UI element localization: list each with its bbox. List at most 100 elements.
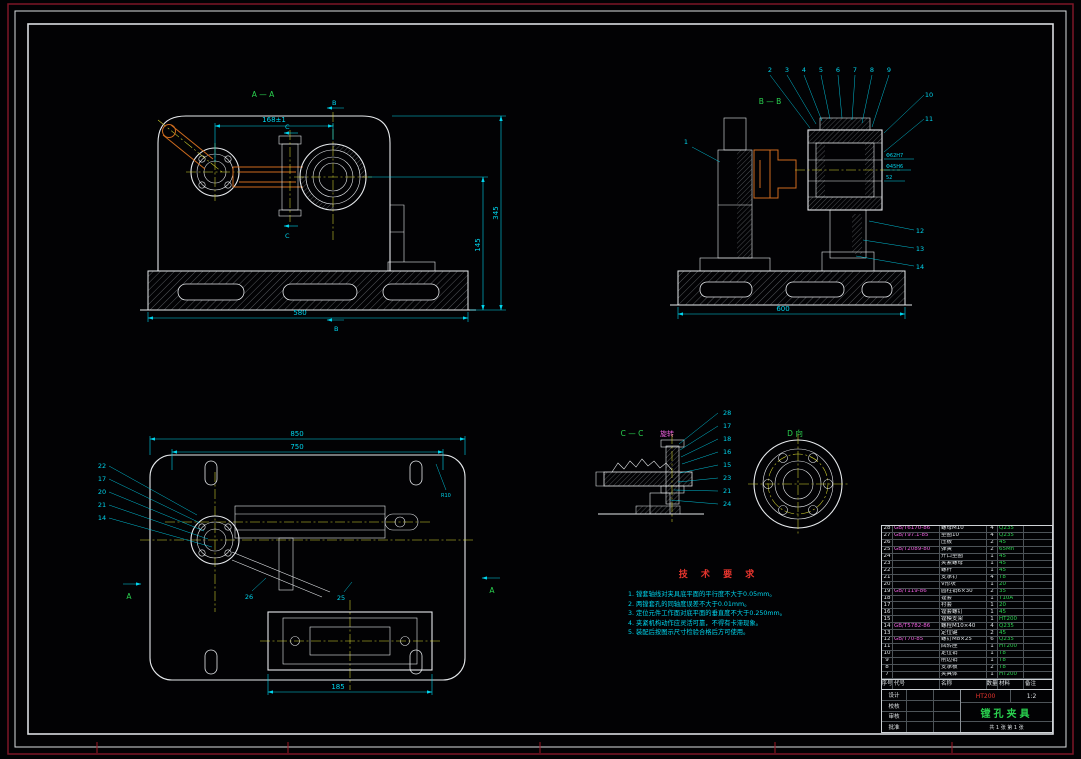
bom-cell: HT200 [998, 672, 1024, 678]
bom-cell: 14 [882, 623, 893, 630]
bom-cell: 45 [998, 539, 1024, 546]
bom-cell [1024, 609, 1052, 615]
tech-req-line: 3. 定位元件工作面对底平面的垂直度不大于0.250mm。 [628, 610, 786, 618]
bom-cell [1024, 582, 1052, 588]
bom-cell: 开口垫圈 [940, 553, 987, 560]
front-dim-center-height: 145 [474, 238, 482, 251]
bom-cell: 25 [882, 546, 893, 553]
front-center-bracket [278, 130, 302, 222]
bom-cell: T8 [998, 658, 1024, 665]
view-front: 168±1 345 145 580 A — A B B C C [140, 90, 506, 333]
marker-c-bottom: C [285, 232, 290, 240]
bom-cell: 夹紧螺母 [940, 560, 987, 567]
bom-cell: Q235 [998, 526, 1024, 532]
bom-cell: 螺栓M10×40 [940, 623, 987, 630]
drawing-title: 镗孔夹具 [980, 708, 1033, 720]
view-section-c: C — C 旋转 28 17 18 16 15 23 21 [595, 409, 731, 522]
dim-label: Φ62H7 [886, 153, 903, 159]
plan-leader-lines [108, 465, 353, 593]
plan-dim-radius: R10 [441, 493, 451, 499]
sectionc-label: C — C [621, 429, 644, 438]
bom-cell: 9 [882, 658, 893, 665]
sign-date [934, 712, 960, 722]
bom-cell: 21 [882, 574, 893, 581]
plan-section-markers: A A [123, 576, 500, 601]
balloon: 16 [723, 448, 731, 456]
bom-cell [893, 609, 940, 616]
bom-cell [1024, 547, 1052, 553]
marker-c-top: C [285, 123, 290, 131]
balloon: 14 [916, 263, 924, 271]
bom-cell [1024, 637, 1052, 643]
sign-label: 校核 [882, 700, 907, 711]
sectionb-workpiece [753, 149, 797, 199]
bom-cell: 4 [987, 526, 998, 532]
balloon: 20 [98, 488, 106, 496]
plan-subplate [260, 611, 440, 671]
marker-a-right: A [489, 586, 495, 595]
bom-cell [1024, 533, 1052, 539]
balloon: 17 [723, 422, 731, 430]
bom-cell: 1 [987, 658, 998, 665]
balloon: 4 [802, 66, 806, 74]
bom-cell: 回转座 [940, 644, 987, 651]
bom-cell: 45 [998, 609, 1024, 616]
dim-label: Φ45H6 [886, 164, 903, 170]
tech-req-line: 2. 两镗套孔的同轴度误差不大于0.01mm。 [628, 600, 751, 608]
bom-cell: 45 [998, 553, 1024, 560]
bom-cell: GB/T70-85 [893, 637, 940, 644]
bom-cell: 13 [882, 630, 893, 637]
sign-label: 批准 [882, 722, 907, 732]
balloon: 9 [887, 66, 891, 74]
bom-cell: 镗套螺钉 [940, 609, 987, 616]
tech-requirements: 技 术 要 求 1. 镗套轴线对夹具底平面的平行度不大于0.05mm。2. 两镗… [628, 567, 810, 638]
balloon: 11 [925, 115, 933, 123]
bom-cell [1024, 672, 1052, 678]
balloon: 12 [916, 227, 924, 235]
bom-cell: HT200 [998, 644, 1024, 651]
bom-cell: 18 [882, 595, 893, 602]
plan-dim-outer: 850 [290, 430, 303, 438]
bom-cell [1024, 575, 1052, 581]
bom-header-cell: 名称 [940, 680, 987, 689]
bom-cell: 4 [987, 532, 998, 539]
bom-cell: 夹具体 [940, 672, 987, 678]
bom-cell: 2 [987, 539, 998, 546]
bom-cell: 26 [882, 539, 893, 546]
sectionb-dim-width: 600 [776, 305, 789, 313]
bom-cell [1024, 644, 1052, 650]
bom-cell: 1 [987, 595, 998, 602]
bom-header-cell: 材料 [998, 680, 1024, 689]
bom-cell: 28 [882, 526, 893, 532]
bom-header-cell: 备注 [1025, 680, 1037, 687]
sheet-info: 共 1 张 第 1 张 [961, 721, 1052, 732]
bom-cell: 45 [998, 560, 1024, 567]
plan-balloons: 22 17 20 21 14 26 25 [98, 462, 345, 602]
balloon: 26 [245, 593, 253, 601]
front-section-markers: B B C C [283, 99, 344, 333]
balloon: 24 [723, 500, 731, 508]
sign-label: 审核 [882, 711, 907, 722]
bom-cell: 定位销 [940, 651, 987, 658]
front-main-flange [294, 112, 372, 240]
front-connecting-rod [232, 166, 303, 188]
bom-cell: 20 [998, 602, 1024, 609]
bom-cell: 1 [987, 553, 998, 560]
bom-cell: 6 [987, 637, 998, 644]
sign-row: 设计 [882, 690, 960, 701]
bom-cell: 4 [987, 623, 998, 630]
bom-cell [1024, 554, 1052, 560]
bom-cell: 22 [882, 567, 893, 574]
bom-cell [893, 630, 940, 637]
bom-cell: 4 [987, 574, 998, 581]
